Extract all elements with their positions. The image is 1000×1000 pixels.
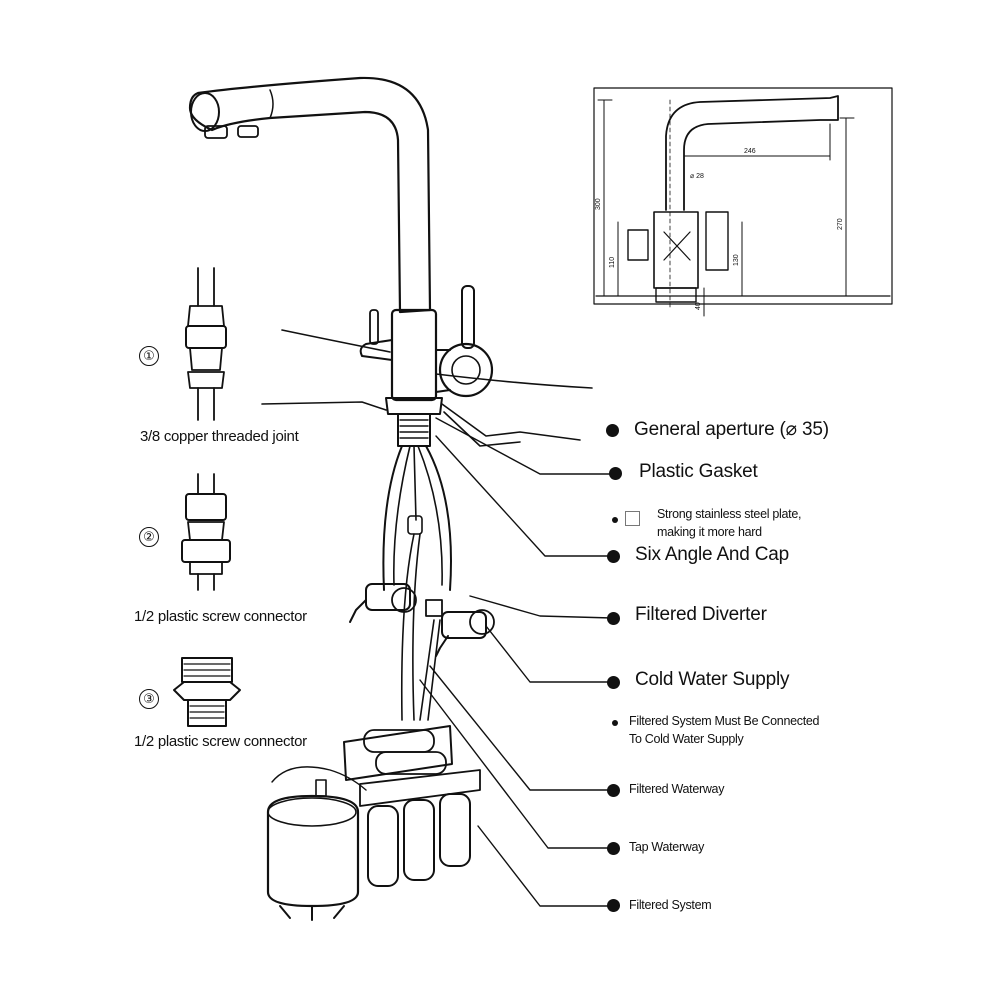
- connector-plastic-screw-1: [181, 473, 231, 591]
- connector-number-2: ②: [139, 527, 159, 547]
- label-plastic-gasket: Plastic Gasket: [639, 461, 758, 482]
- label-cold-water-supply: Cold Water Supply: [635, 669, 790, 690]
- connector-caption-2: 1/2 plastic screw connector: [134, 608, 307, 625]
- label-filtered-waterway: Filtered Waterway: [629, 782, 725, 796]
- dimension-drawing: 246 ⌀ 28 300 270 110 130 40: [593, 87, 893, 317]
- dim-base-height: 40: [695, 302, 702, 310]
- bullet-filtered-diverter: [607, 612, 620, 625]
- dim-handle-height: 110: [609, 257, 616, 268]
- bullet-general-aperture: [606, 424, 619, 437]
- label-filtered-system: Filtered System: [629, 898, 712, 912]
- dim-total-height: 300: [595, 198, 602, 210]
- steel-plate-swatch: [625, 511, 640, 526]
- label-general-aperture: General aperture (⌀ 35): [634, 419, 829, 440]
- leader-lines: [419, 417, 613, 907]
- connector-plastic-screw-2: [173, 657, 241, 727]
- label-tap-waterway: Tap Waterway: [629, 840, 705, 854]
- hoses: [382, 413, 452, 721]
- angle-valves: [349, 583, 495, 657]
- filtration-system: [266, 725, 481, 921]
- bullet-filtered-system-note: [612, 720, 618, 726]
- dim-body-height: 130: [733, 254, 740, 266]
- label-filtered-diverter: Filtered Diverter: [635, 604, 767, 625]
- label-filtered-system-note: Filtered System Must Be Connected To Col…: [629, 714, 820, 746]
- faucet-body: [359, 285, 494, 415]
- faucet-spout: [188, 76, 432, 314]
- dim-spout-height: 270: [837, 218, 844, 230]
- dim-diameter: ⌀ 28: [690, 173, 704, 180]
- label-six-angle-cap: Six Angle And Cap: [635, 544, 789, 565]
- bullet-cold-water-supply: [607, 676, 620, 689]
- connector-copper-joint: [185, 267, 227, 421]
- bullet-filtered-waterway: [607, 784, 620, 797]
- connector-number-3: ③: [139, 689, 159, 709]
- dim-reach: 246: [744, 148, 756, 155]
- countertop: [261, 329, 593, 447]
- bullet-steel-plate: [612, 517, 618, 523]
- bullet-tap-waterway: [607, 842, 620, 855]
- label-steel-plate: Strong stainless steel plate, making it …: [657, 507, 802, 539]
- bullet-filtered-system: [607, 899, 620, 912]
- connector-caption-3: 1/2 plastic screw connector: [134, 733, 307, 750]
- bullet-six-angle-cap: [607, 550, 620, 563]
- connector-caption-1: 3/8 copper threaded joint: [140, 428, 299, 445]
- connector-number-1: ①: [139, 346, 159, 366]
- bullet-plastic-gasket: [609, 467, 622, 480]
